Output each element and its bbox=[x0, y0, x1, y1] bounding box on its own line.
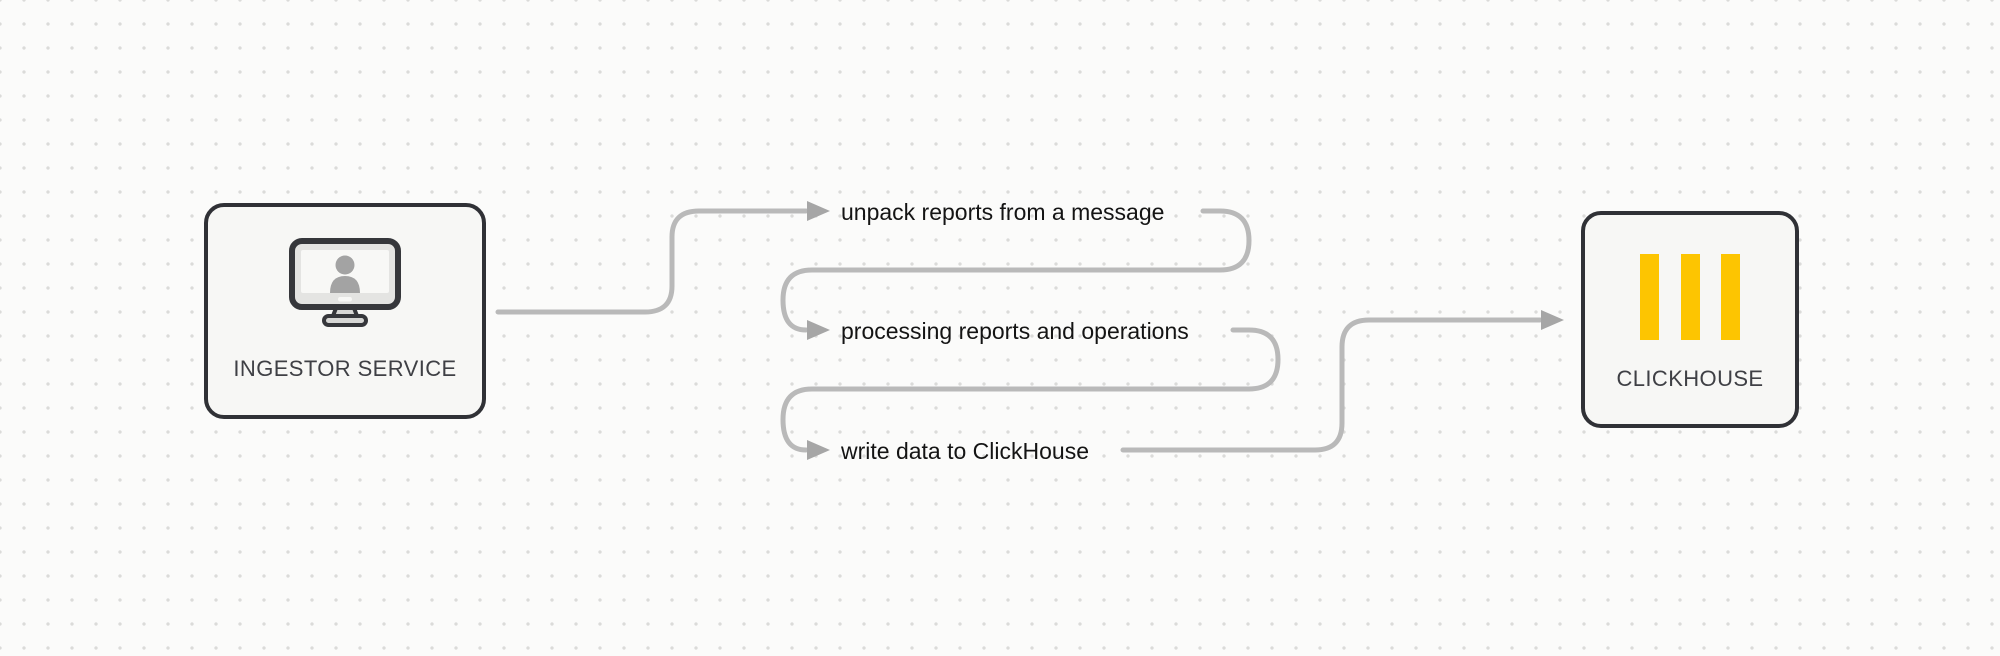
arrowhead-step3 bbox=[807, 440, 830, 460]
connector-step1-to-step2 bbox=[780, 208, 1252, 333]
node-ingestor-service: INGESTOR SERVICE bbox=[204, 203, 486, 419]
node-clickhouse: CLICKHOUSE bbox=[1581, 211, 1799, 428]
clickhouse-logo-icon bbox=[1640, 254, 1740, 340]
step-label-write-data: write data to ClickHouse bbox=[841, 438, 1089, 464]
clickhouse-logo-bar bbox=[1680, 254, 1700, 340]
arrowhead-step2 bbox=[807, 320, 830, 340]
ingestor-node-label: INGESTOR SERVICE bbox=[233, 356, 457, 381]
clickhouse-node-label: CLICKHOUSE bbox=[1616, 366, 1764, 391]
arrowhead-clickhouse bbox=[1541, 310, 1564, 330]
step-label-processing-reports: processing reports and operations bbox=[841, 318, 1189, 344]
arrowhead-step1 bbox=[807, 201, 830, 221]
workstation-user-icon bbox=[289, 238, 401, 327]
clickhouse-logo-bar bbox=[1721, 254, 1740, 340]
connector-ingestor-to-step1 bbox=[495, 208, 809, 315]
step-label-unpack-reports: unpack reports from a message bbox=[841, 199, 1165, 225]
clickhouse-logo-bar bbox=[1640, 254, 1659, 340]
connector-step2-to-step3 bbox=[780, 327, 1281, 453]
